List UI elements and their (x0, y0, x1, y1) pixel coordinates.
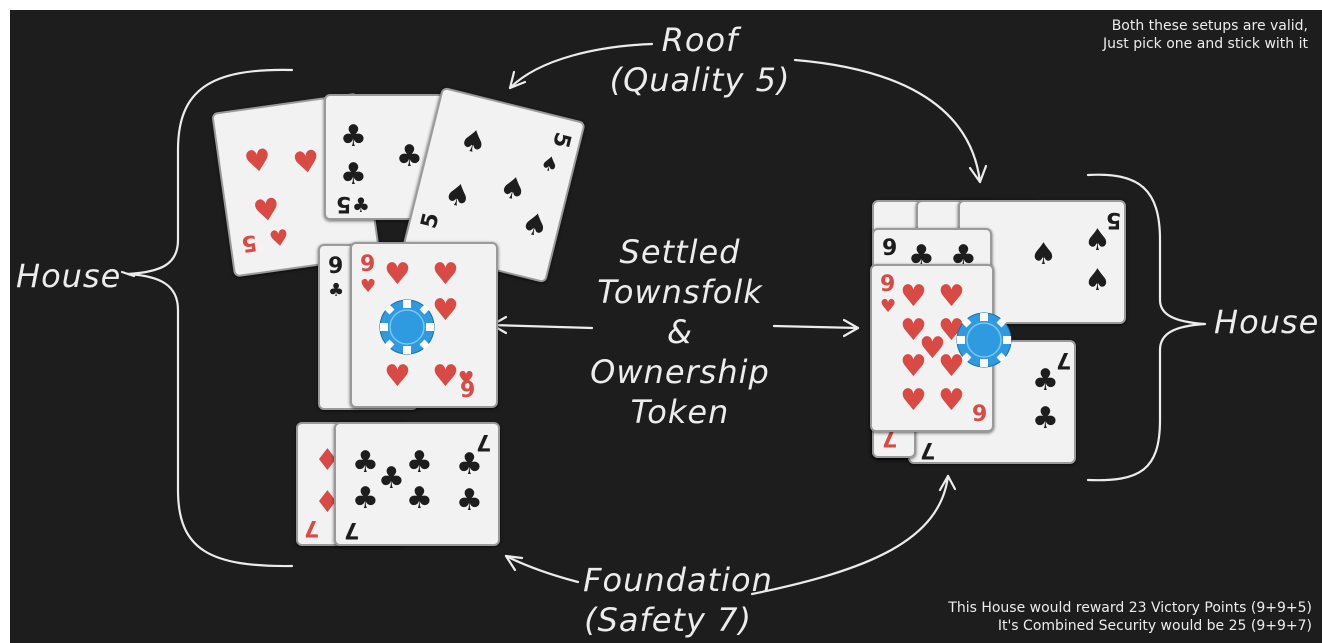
spades-pip: ♠ (1030, 240, 1057, 270)
card-rank: 9 (360, 254, 375, 276)
card-rank: 9 (880, 274, 895, 296)
clubs-pip: ♣ (352, 448, 379, 478)
hearts-pip: ♥ (900, 352, 927, 382)
foundation-label: Foundation (558, 560, 798, 600)
clubs-pip: ♣ (1032, 404, 1059, 434)
card-rank: 5 (240, 230, 258, 254)
spades-pip: ♠ (456, 125, 489, 161)
clubs-pip: ♣ (352, 484, 379, 514)
roof-label: Roof (620, 20, 780, 60)
hearts-pip: ♥ (432, 260, 459, 290)
spades-pip: ♠ (1084, 266, 1111, 296)
clubs-pip: ♣ (1032, 366, 1059, 396)
card-rank: 7 (920, 438, 935, 460)
hearts-pip: ♥ (432, 362, 459, 392)
diagram-canvas: ♥ ♥ ♥ ♥ 5 ♣ ♣ ♣ ♣ 5 ♠ ♠ ♠ ♠ ♠ 5 5 9 ♣ 9 … (10, 10, 1322, 643)
center-label-townsfolk: Townsfolk (570, 272, 790, 312)
card-rank: 9 (328, 256, 343, 278)
hearts-pip: ♥ (384, 362, 411, 392)
center-label-ownership: Ownership (570, 352, 790, 392)
spades-pip: ♠ (441, 179, 474, 215)
card-suit-corner: ♣ (328, 280, 344, 302)
ownership-token-chip (954, 310, 1014, 370)
roof-arrow-right (795, 60, 980, 182)
hearts-pip: ♥ (384, 260, 411, 290)
card-rank: 5 (419, 211, 444, 231)
hearts-pip: ♥ (242, 145, 273, 178)
note-top-right-line2: Just pick one and stick with it (1103, 36, 1308, 53)
clubs-pip: ♣ (456, 486, 483, 516)
card-rank: 9 (972, 404, 987, 426)
clubs-pip: ♣ (340, 160, 367, 190)
clubs-pip: ♣ (378, 464, 405, 494)
spades-pip: ♠ (537, 147, 562, 180)
card-rank: 5 (1106, 208, 1121, 230)
hearts-pip: ♥ (938, 282, 965, 312)
card-rank: 5 (548, 130, 573, 150)
card-rank: 7 (476, 430, 491, 452)
center-label-ampersand: & (570, 312, 790, 352)
hearts-pip: ♥ (291, 147, 322, 180)
hearts-pip: ♥ (900, 386, 927, 416)
card-rank: 7 (344, 518, 359, 540)
clubs-pip: ♣ (396, 142, 423, 172)
clubs-pip: ♣ (456, 450, 483, 480)
card-rank: 9 (882, 238, 897, 260)
center-label-token: Token (570, 392, 790, 432)
card-seven-clubs: ♣ ♣ ♣ ♣ ♣ ♣ ♣ 7 7 (334, 422, 500, 546)
house-label-right: House (1214, 302, 1314, 342)
spades-pip: ♠ (518, 208, 551, 244)
clubs-pip: ♣ (340, 122, 367, 152)
card-rank: 9 (460, 380, 475, 402)
card-rank: 7 (304, 516, 319, 538)
roof-quality-label: (Quality 5) (600, 60, 800, 100)
note-bottom-right-line2: It's Combined Security would be 25 (9+9+… (998, 618, 1312, 635)
card-suit-corner: ♥ (880, 296, 896, 318)
foundation-safety-label: (Safety 7) (558, 600, 778, 640)
clubs-pip: ♣ (352, 190, 370, 220)
ownership-token-chip (377, 297, 437, 357)
hearts-pip: ♥ (900, 282, 927, 312)
card-suit-corner: ♥ (360, 276, 376, 298)
clubs-pip: ♣ (406, 484, 433, 514)
house-label-left: House (16, 256, 116, 296)
hearts-pip: ♥ (938, 386, 965, 416)
card-rank: 5 (336, 192, 351, 214)
clubs-pip: ♣ (406, 448, 433, 478)
spades-pip: ♠ (496, 172, 529, 208)
note-bottom-right-line1: This House would reward 23 Victory Point… (948, 600, 1312, 617)
hearts-pip: ♥ (267, 224, 291, 256)
note-top-right-line1: Both these setups are valid, (1112, 18, 1308, 35)
center-label-settled: Settled (570, 232, 790, 272)
hearts-pip: ♥ (251, 195, 282, 228)
card-rank: 7 (1056, 348, 1071, 370)
